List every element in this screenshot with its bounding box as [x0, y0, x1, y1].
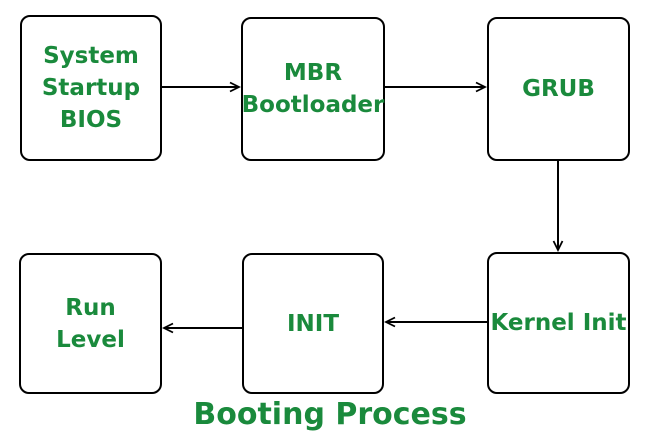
node-init: INIT — [242, 253, 384, 394]
node-kernel-init: Kernel Init — [487, 252, 630, 394]
node-mbr-bootloader: MBR Bootloader — [241, 17, 385, 161]
node-run-level: Run Level — [19, 253, 162, 394]
label-line: Kernel Init — [490, 310, 627, 336]
label-line: INIT — [286, 310, 340, 337]
label-line: System — [43, 43, 139, 69]
node-system-startup-bios-label: System Startup BIOS — [42, 40, 140, 136]
label-line: Startup — [41, 75, 141, 101]
node-kernel-init-label: Kernel Init — [490, 307, 626, 339]
node-system-startup-bios: System Startup BIOS — [20, 15, 162, 161]
diagram-title: Booting Process — [193, 397, 467, 432]
node-run-level-label: Run Level — [56, 292, 125, 356]
node-init-label: INIT — [287, 308, 339, 340]
label-line: Run — [65, 294, 116, 321]
node-grub-label: GRUB — [522, 73, 595, 105]
label-line: GRUB — [522, 76, 595, 102]
label-line: Level — [56, 326, 125, 353]
label-line: Bootloader — [241, 92, 385, 118]
label-line: BIOS — [59, 107, 123, 133]
node-mbr-bootloader-label: MBR Bootloader — [242, 57, 385, 121]
node-grub: GRUB — [487, 17, 630, 161]
label-line: MBR — [283, 60, 343, 86]
